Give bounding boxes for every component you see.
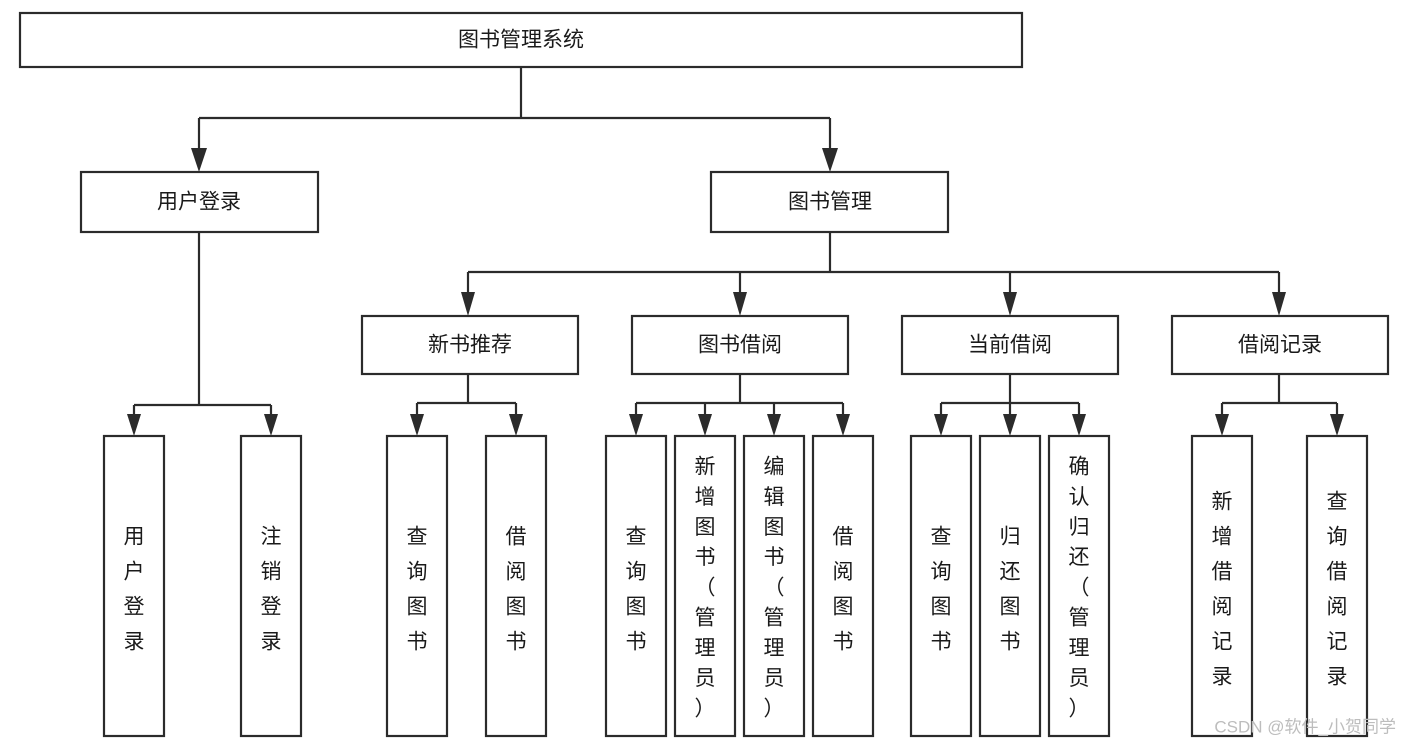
- node-leaf-query-record[interactable]: 查询借阅记录: [1305, 434, 1369, 738]
- leaf-borrow-book-2-box[interactable]: [811, 434, 875, 738]
- leaf-borrow-book-1-box[interactable]: [484, 434, 548, 738]
- leaf-logout-label: 注销登录: [261, 525, 282, 653]
- arrow-bm-to-book-borrow: [733, 292, 747, 316]
- book-manage-box[interactable]: [709, 170, 950, 234]
- leaf-user-login-box[interactable]: [102, 434, 166, 738]
- arrow-bb-to-leaf-1: [629, 414, 643, 436]
- root-box[interactable]: [18, 11, 1024, 69]
- arrow-bm-to-borrow-record: [1272, 292, 1286, 316]
- leaf-borrow-book-1-label: 借阅图书: [506, 525, 527, 653]
- connector-book-borrow-bus: [634, 374, 845, 418]
- arrow-root-to-user-login: [191, 148, 207, 172]
- leaf-borrow-book-2-label: 借阅图书: [833, 525, 854, 653]
- connector-current-borrow-bus: [939, 374, 1081, 418]
- new-book-rec-label: 新书推荐: [428, 334, 512, 357]
- node-leaf-query-book-3[interactable]: 查询图书: [909, 434, 973, 738]
- node-user-login[interactable]: 用户登录: [79, 170, 320, 234]
- arrow-nbr-to-leaf-2: [509, 414, 523, 436]
- node-leaf-edit-book[interactable]: 编辑图书（管理员）: [742, 434, 806, 738]
- node-leaf-query-book-1[interactable]: 查询图书: [385, 434, 449, 738]
- book-manage-label: 图书管理: [788, 191, 872, 214]
- leaf-logout-box[interactable]: [239, 434, 303, 738]
- arrow-br-to-leaf-2: [1330, 414, 1344, 436]
- node-leaf-logout[interactable]: 注销登录: [239, 434, 303, 738]
- node-borrow-record[interactable]: 借阅记录: [1170, 314, 1390, 376]
- leaf-add-book-label: 新增图书（管理员）: [695, 456, 716, 721]
- watermark-label: CSDN @软件_小贺同学: [1214, 717, 1396, 736]
- leaf-query-record-box[interactable]: [1305, 434, 1369, 738]
- node-leaf-add-book[interactable]: 新增图书（管理员）: [673, 434, 737, 738]
- arrow-root-to-book-manage: [822, 148, 838, 172]
- node-leaf-user-login[interactable]: 用户登录: [102, 434, 166, 738]
- leaf-confirm-return-box[interactable]: [1047, 434, 1111, 738]
- node-current-borrow[interactable]: 当前借阅: [900, 314, 1120, 376]
- node-leaf-query-book-2[interactable]: 查询图书: [604, 434, 668, 738]
- leaf-add-book-box[interactable]: [673, 434, 737, 738]
- connector-borrow-record-bus: [1220, 374, 1339, 418]
- node-new-book-rec[interactable]: 新书推荐: [360, 314, 580, 376]
- user-login-label: 用户登录: [157, 191, 241, 214]
- arrow-bm-to-current-borrow: [1003, 292, 1017, 316]
- current-borrow-box[interactable]: [900, 314, 1120, 376]
- leaf-user-login-label: 用户登录: [124, 525, 145, 653]
- leaf-add-record-label: 新增借阅记录: [1212, 490, 1233, 688]
- connector-layer: [127, 67, 1344, 436]
- leaf-layer: 用户登录 注销登录 查询图书 借阅图书 查询图书 新增图书（管理员）: [102, 434, 1369, 738]
- leaf-confirm-return-label: 确认归还（管理员）: [1069, 456, 1090, 721]
- user-login-box[interactable]: [79, 170, 320, 234]
- leaf-query-book-1-box[interactable]: [385, 434, 449, 738]
- node-book-borrow[interactable]: 图书借阅: [630, 314, 850, 376]
- arrow-cb-to-leaf-2: [1003, 414, 1017, 436]
- root-label: 图书管理系统: [458, 29, 584, 52]
- book-borrow-label: 图书借阅: [698, 334, 782, 357]
- arrow-bb-to-leaf-3: [767, 414, 781, 436]
- leaf-query-book-2-box[interactable]: [604, 434, 668, 738]
- arrow-cb-to-leaf-3: [1072, 414, 1086, 436]
- connector-root-bus: [197, 67, 832, 150]
- leaf-edit-book-label: 编辑图书（管理员）: [764, 456, 785, 721]
- connector-new-book-rec-bus: [415, 374, 518, 418]
- arrow-bm-to-new-book-rec: [461, 292, 475, 316]
- leaf-query-book-2-label: 查询图书: [626, 525, 647, 653]
- node-book-manage[interactable]: 图书管理: [709, 170, 950, 234]
- connector-user-login-bus: [132, 232, 273, 420]
- node-leaf-borrow-book-2[interactable]: 借阅图书: [811, 434, 875, 738]
- arrow-nbr-to-leaf-1: [410, 414, 424, 436]
- node-leaf-add-record[interactable]: 新增借阅记录: [1190, 434, 1254, 738]
- leaf-query-record-label: 查询借阅记录: [1327, 490, 1348, 688]
- arrow-bb-to-leaf-2: [698, 414, 712, 436]
- node-leaf-borrow-book-1[interactable]: 借阅图书: [484, 434, 548, 738]
- leaf-return-book-box[interactable]: [978, 434, 1042, 738]
- leaf-query-book-3-box[interactable]: [909, 434, 973, 738]
- book-borrow-box[interactable]: [630, 314, 850, 376]
- borrow-record-label: 借阅记录: [1238, 334, 1322, 357]
- arrow-user-login-to-leaf-1: [127, 414, 141, 436]
- leaf-edit-book-box[interactable]: [742, 434, 806, 738]
- node-root[interactable]: 图书管理系统: [18, 11, 1024, 69]
- arrow-cb-to-leaf-1: [934, 414, 948, 436]
- node-leaf-return-book[interactable]: 归还图书: [978, 434, 1042, 738]
- new-book-rec-box[interactable]: [360, 314, 580, 376]
- current-borrow-label: 当前借阅: [968, 334, 1052, 357]
- leaf-query-book-1-label: 查询图书: [407, 525, 428, 653]
- arrow-br-to-leaf-1: [1215, 414, 1229, 436]
- node-leaf-confirm-return[interactable]: 确认归还（管理员）: [1047, 434, 1111, 738]
- leaf-add-record-box[interactable]: [1190, 434, 1254, 738]
- leaf-return-book-label: 归还图书: [1000, 525, 1021, 653]
- leaf-query-book-3-label: 查询图书: [931, 525, 952, 653]
- arrow-user-login-to-leaf-2: [264, 414, 278, 436]
- connector-book-manage-bus: [466, 232, 1281, 292]
- arrow-bb-to-leaf-4: [836, 414, 850, 436]
- borrow-record-box[interactable]: [1170, 314, 1390, 376]
